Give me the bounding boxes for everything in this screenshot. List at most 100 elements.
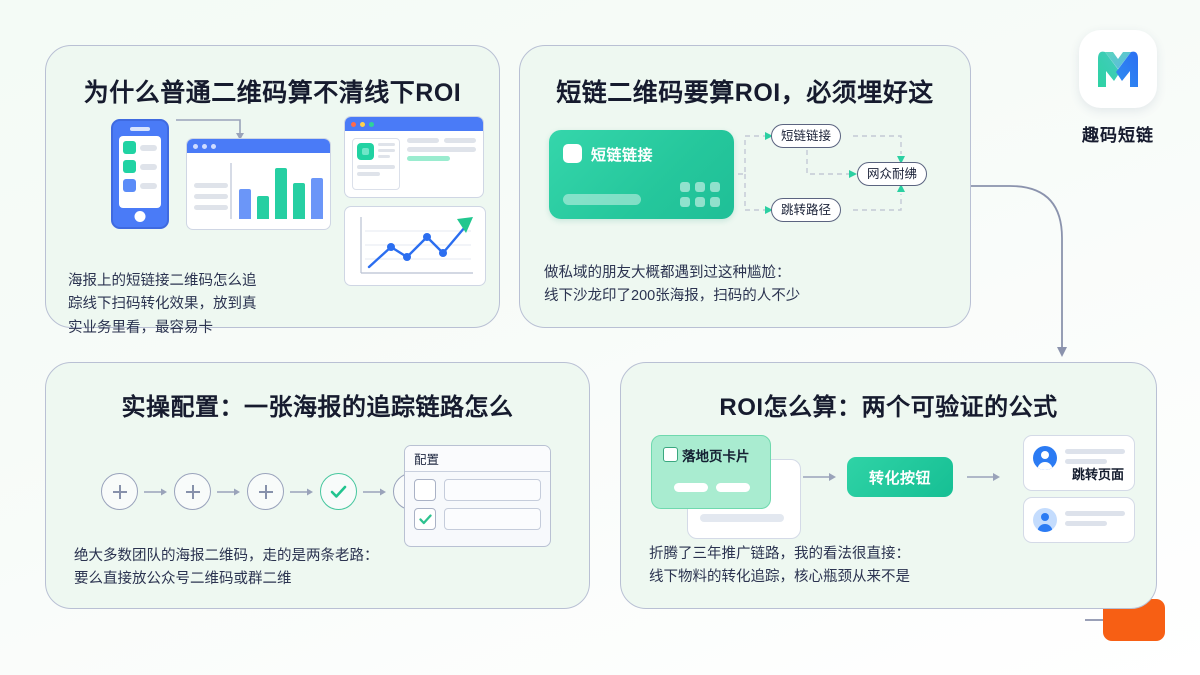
- card-4-illustration: 落地页卡片 转化按钮: [651, 435, 1135, 555]
- tracking-flow-diagram: 短链链接 跳转路径 网众耐绋: [729, 118, 950, 230]
- landing-card-label: 落地页卡片: [682, 449, 750, 464]
- legend-line: [194, 194, 228, 199]
- arrow-right-icon: [217, 488, 240, 495]
- config-input-field[interactable]: [444, 508, 541, 530]
- text-placeholder: [357, 165, 395, 169]
- chart-legend: [194, 161, 228, 221]
- list-text-placeholder: [140, 182, 157, 189]
- text-placeholder: [378, 143, 395, 146]
- step-circle-complete[interactable]: [320, 473, 357, 510]
- browser-titlebar: [345, 117, 483, 131]
- step-circle-add[interactable]: [101, 473, 138, 510]
- card-1-title: 为什么普通二维码算不清线下ROI: [83, 79, 462, 107]
- chart-axis-divider: [230, 163, 232, 219]
- legend-line: [194, 205, 228, 210]
- text-placeholder: [378, 155, 390, 158]
- brand-name: 趣码短链: [1082, 126, 1154, 145]
- card-3-title: 实操配置：一张海报的追踪链路怎么: [121, 394, 514, 421]
- card-4-title: ROI怎么算：两个可验证的公式: [719, 394, 1058, 421]
- window-minimize-icon: [360, 121, 365, 127]
- text-placeholder: [378, 149, 395, 152]
- flow-node-audience[interactable]: 网众耐绋: [857, 162, 928, 187]
- text-placeholder: [444, 138, 476, 143]
- user-avatar-icon: [1033, 446, 1057, 470]
- config-panel: 配置: [404, 445, 551, 547]
- result-card-primary[interactable]: 跳转页面: [1023, 435, 1135, 491]
- plus-icon: [258, 484, 273, 499]
- flow-arrow-icon: [176, 119, 244, 140]
- cta-button[interactable]: 转化按钮: [847, 457, 953, 497]
- landing-page-card: 落地页卡片: [651, 435, 771, 509]
- chart-bar: [256, 195, 269, 219]
- card-roi-formula: ROI怎么算：两个可验证的公式 落地页卡片 转化按钮: [620, 362, 1157, 609]
- phone-speaker-icon: [130, 127, 150, 131]
- flow-node-jump-path[interactable]: 跳转路径: [771, 198, 842, 223]
- checkbox-checked-icon[interactable]: [414, 508, 436, 530]
- dot-grid-icon: [680, 182, 720, 207]
- card-short-link-roi: 短链二维码要算ROI，必须埋好这 短链链接: [519, 45, 971, 328]
- config-row: [405, 472, 550, 501]
- card-1-body: 海报上的短链接二维码怎么追 踪线下扫码转化效果，放到真 实业务里看，最容易卡: [68, 273, 257, 336]
- placeholder-bar: [563, 194, 641, 205]
- card-why-qr-roi: 为什么普通二维码算不清线下ROI: [45, 45, 500, 336]
- checkbox-icon[interactable]: [663, 447, 678, 462]
- step-sequence: [101, 473, 430, 510]
- list-item: [123, 179, 157, 192]
- m-monogram-icon: [1079, 30, 1157, 108]
- arrow-right-icon: [144, 488, 167, 495]
- browser-window-content: [344, 116, 484, 198]
- card-2-title: 短链二维码要算ROI，必须埋好这: [556, 79, 934, 107]
- window-close-icon: [351, 121, 356, 127]
- chart-bars: [238, 161, 324, 221]
- legend-line: [194, 183, 228, 188]
- arrow-right-icon: [803, 473, 836, 481]
- check-icon: [330, 485, 347, 498]
- list-text-placeholder: [140, 144, 157, 151]
- result-list: 跳转页面: [1023, 435, 1135, 543]
- result-card-secondary[interactable]: [1023, 497, 1135, 543]
- config-input-field[interactable]: [444, 479, 541, 501]
- user-avatar-icon: [1033, 508, 1057, 532]
- highlight-placeholder: [407, 156, 450, 161]
- flow-node-short-link[interactable]: 短链链接: [771, 124, 842, 149]
- placeholder-bar: [716, 483, 750, 492]
- result-text-lines: [1065, 446, 1125, 480]
- chart-bar: [292, 183, 305, 219]
- checkbox-icon[interactable]: [563, 144, 582, 163]
- card-practical-config: 实操配置：一张海报的追踪链路怎么 配置 绝大多数团队的海报二维码，走的是两条老路…: [45, 362, 590, 609]
- bar-chart: [187, 153, 330, 229]
- flow-connector-lines: [729, 132, 905, 214]
- card-1-illustration: [66, 116, 486, 286]
- plus-icon: [185, 484, 200, 499]
- phone-home-button-icon: [134, 211, 146, 222]
- chart-bar: [310, 178, 323, 219]
- chart-bar: [238, 188, 251, 219]
- content-thumb-card: [352, 138, 400, 190]
- text-placeholder: [1065, 511, 1125, 516]
- config-row: [405, 501, 550, 530]
- arrow-right-icon: [967, 473, 1000, 481]
- phone-mockup: [111, 119, 169, 229]
- brand-logo: 趣码短链: [1058, 30, 1178, 146]
- phone-screen: [119, 136, 161, 208]
- list-thumb-icon: [123, 179, 136, 192]
- plus-icon: [112, 484, 127, 499]
- list-item: [123, 141, 157, 154]
- window-dot-icon: [193, 143, 198, 149]
- chart-bar: [274, 167, 287, 219]
- card-3-body: 绝大多数团队的海报二维码，走的是两条老路： 要么直接放公众号二维码或群二维: [74, 548, 379, 588]
- placeholder-bar: [674, 483, 708, 492]
- window-dot-icon: [211, 143, 216, 149]
- list-item: [123, 160, 157, 173]
- card-4-body: 折腾了三年推广链路，我的看法很直接： 线下物料的转化追踪，核心瓶颈从来不是: [649, 546, 910, 586]
- step-circle-add[interactable]: [174, 473, 211, 510]
- checkbox-unchecked-icon[interactable]: [414, 479, 436, 501]
- text-placeholder: [1065, 449, 1125, 454]
- window-dot-icon: [202, 143, 207, 149]
- text-placeholder: [407, 138, 439, 143]
- list-thumb-icon: [123, 160, 136, 173]
- content-layout: [345, 131, 483, 197]
- step-circle-add[interactable]: [247, 473, 284, 510]
- arrow-right-icon: [290, 488, 313, 495]
- line-chart-card: [344, 206, 486, 286]
